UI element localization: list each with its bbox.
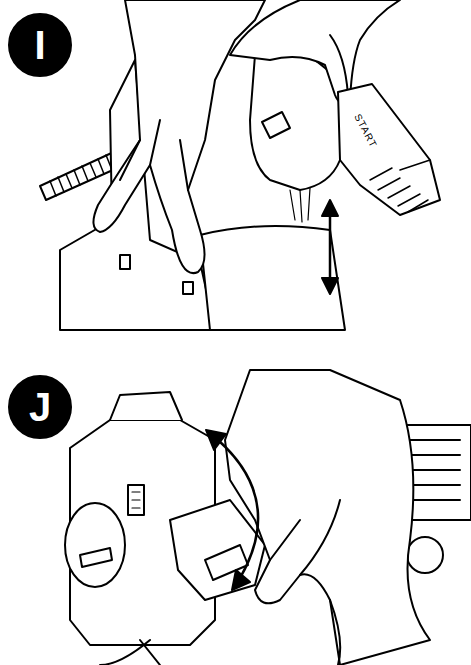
engine-part	[407, 537, 443, 573]
double-arrow	[322, 200, 338, 294]
housing-top	[110, 392, 182, 420]
tank	[200, 226, 345, 330]
housing-oval	[65, 503, 125, 587]
hose-coil	[50, 155, 112, 196]
bulb-lines	[290, 188, 310, 222]
finger-line	[330, 35, 348, 95]
callout-circle	[9, 14, 71, 76]
start-lever	[338, 84, 440, 215]
detail	[120, 255, 130, 269]
callout-letter: I	[10, 15, 70, 75]
hand-lines	[270, 500, 340, 665]
cap-slot	[262, 112, 290, 138]
lever-ribs	[370, 160, 430, 212]
base-lines	[100, 640, 160, 665]
detail	[183, 282, 193, 294]
callout-circle	[9, 376, 71, 438]
cap-slot	[80, 548, 112, 567]
hand-lines	[120, 120, 188, 190]
hand	[225, 370, 430, 665]
switch	[128, 485, 144, 515]
rotation-arrow	[206, 430, 258, 590]
callout-letter: J	[10, 377, 70, 437]
